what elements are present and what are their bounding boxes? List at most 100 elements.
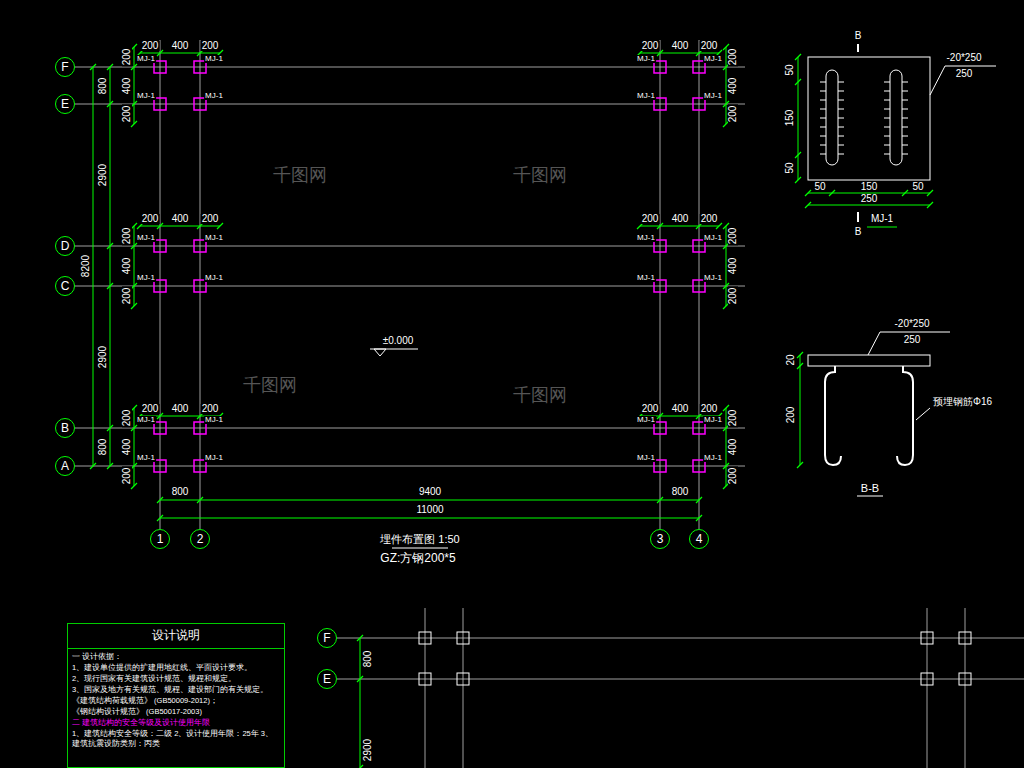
dimension-text: 200: [641, 404, 660, 414]
dimension-text: 400: [171, 214, 190, 224]
dimension-line: [110, 67, 111, 466]
drawing-note: GZ:方钢200*5: [379, 552, 456, 564]
anchor-rib: [838, 91, 844, 92]
dimension-text: 150: [860, 182, 879, 192]
table-row: 二 建筑结构的安全等级及设计使用年限: [68, 718, 284, 729]
dimension-text: 200: [141, 404, 160, 414]
dimension-text: 400: [671, 404, 690, 414]
watermark: 千图网: [512, 386, 568, 404]
plate-section: [808, 355, 930, 366]
part-mark: MJ-1: [703, 416, 723, 424]
plate-outline: [808, 57, 930, 180]
dimension-text: 2900: [98, 345, 108, 369]
dimension-line: [640, 53, 719, 54]
dimension-text: 400: [728, 257, 738, 276]
dimension-text: 200: [141, 41, 160, 51]
part-mark: MJ-1: [636, 416, 656, 424]
dimension-text: 200: [728, 227, 738, 246]
axis-bubble: D: [55, 236, 75, 256]
part-mark: MJ-1: [703, 274, 723, 282]
dimension-text: 50: [813, 182, 826, 192]
anchor-rib: [820, 91, 826, 92]
dimension-text: 800: [98, 77, 108, 96]
embedded-plate: [959, 632, 971, 644]
dimension-tick: [805, 202, 811, 208]
leader-line: [916, 408, 930, 420]
dimension-text: 200: [728, 287, 738, 306]
axis-bubble: 2: [190, 529, 210, 549]
axis-label: F: [61, 61, 68, 73]
dimension-tick: [90, 64, 96, 70]
anchor-rib: [820, 154, 826, 155]
axis-line: [160, 40, 161, 529]
dimension-tick: [797, 352, 803, 358]
dimension-text: 200: [700, 41, 719, 51]
dimension-text: 200: [122, 287, 132, 306]
leader-line: [868, 332, 950, 355]
dimension-text: 50: [911, 182, 924, 192]
anchor-rib: [884, 100, 890, 101]
axis-label: 3: [657, 533, 664, 545]
dimension-text: 200: [728, 105, 738, 124]
anchor-slot: [826, 70, 838, 165]
anchor-rib: [902, 154, 908, 155]
anchor-rib: [838, 109, 844, 110]
dimension-line: [808, 205, 930, 206]
dimension-text: 200: [201, 214, 220, 224]
anchor-rib: [820, 109, 826, 110]
part-mark: MJ-1: [204, 92, 224, 100]
embedded-plate: [921, 673, 933, 685]
embedded-plate: [457, 673, 469, 685]
anchor-rib: [838, 118, 844, 119]
anchor-rib: [884, 154, 890, 155]
axis-line: [75, 246, 745, 247]
part-mark: MJ-1: [204, 416, 224, 424]
plate-spec: -20*250: [893, 319, 930, 329]
detail-title: B-B: [860, 483, 880, 494]
axis-bubble: 4: [689, 529, 709, 549]
dimension-line: [134, 47, 135, 124]
dimension-text: 11000: [415, 505, 444, 515]
dimension-line: [160, 500, 699, 501]
dimension-text: 400: [122, 438, 132, 457]
dimension-tick: [357, 635, 363, 641]
dimension-text: 400: [122, 77, 132, 96]
dimension-text: 200: [700, 214, 719, 224]
notes-table: 设计说明一 设计依据：1、建设单位提供的扩建用地红线、平面设计要求。2、现行国家…: [67, 623, 285, 768]
dimension-tick: [90, 463, 96, 469]
dimension-tick: [795, 79, 801, 85]
axis-line: [75, 428, 745, 429]
table-row: 1、建筑结构安全等级：二级 2、设计使用年限：25年 3、建筑抗震设防类别：丙类: [68, 729, 284, 751]
title-underline: [392, 548, 448, 549]
axis-label: B: [61, 422, 69, 434]
axis-line: [699, 40, 700, 529]
dimension-tick: [696, 515, 702, 521]
dimension-tick: [927, 202, 933, 208]
dimension-tick: [107, 283, 113, 289]
anchor-rib: [884, 127, 890, 128]
anchor-rib: [820, 145, 826, 146]
section-mark: [857, 212, 859, 222]
part-mark: MJ-1: [204, 274, 224, 282]
part-mark: MJ-1: [636, 55, 656, 63]
dimension-line: [360, 638, 361, 768]
anchor-rib: [820, 127, 826, 128]
anchor-rib: [902, 127, 908, 128]
axis-bubble: E: [317, 669, 337, 689]
watermark: 千图网: [272, 166, 328, 184]
dimension-text: 2900: [363, 738, 373, 762]
dimension-tick: [197, 497, 203, 503]
axis-line: [75, 104, 745, 105]
axis-bubble: E: [55, 94, 75, 114]
anchor-rib: [820, 118, 826, 119]
anchor-rib: [884, 109, 890, 110]
axis-bubble: 1: [150, 529, 170, 549]
detail-title: MJ-1: [870, 214, 894, 224]
table-heading: 设计说明: [68, 624, 284, 649]
dimension-text: 200: [122, 48, 132, 67]
embedded-plate: [921, 632, 933, 644]
dimension-text: 800: [671, 487, 690, 497]
dimension-text: 8200: [81, 254, 91, 278]
axis-line: [75, 67, 745, 68]
dimension-tick: [797, 462, 803, 468]
